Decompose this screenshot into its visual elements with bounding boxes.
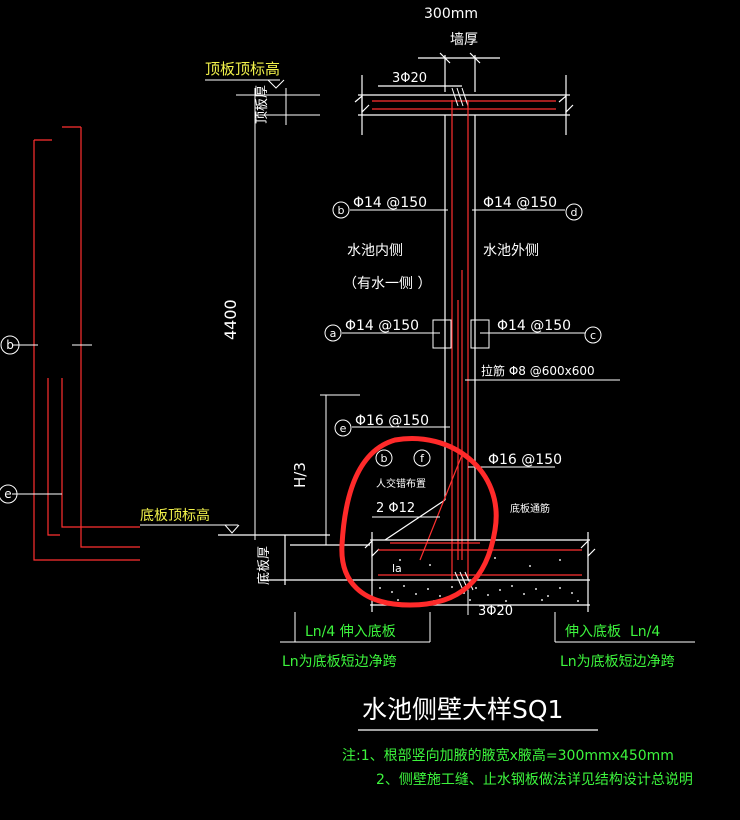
- wall-b-label: b: [338, 204, 345, 217]
- wall-bf-b-label: b: [381, 452, 388, 465]
- top-slab: [354, 52, 574, 135]
- bottom-elev-label: 底板顶标高: [140, 507, 210, 524]
- bottom-bars-label: 3Φ20: [478, 604, 513, 619]
- footnote-2: 2、侧壁施工缝、止水钢板做法详见结构设计总说明: [376, 772, 693, 788]
- wall-c-bar: Φ14 @150: [497, 318, 571, 334]
- right-extend-note-a: 伸入底板: [565, 624, 621, 640]
- top-thick-label: 顶板厚: [255, 85, 270, 124]
- right-ln-note: Ln为底板短边净跨: [560, 654, 675, 670]
- inner-side-note: （有水一侧 ）: [343, 276, 431, 292]
- wall-a-bar: Φ14 @150: [345, 318, 419, 334]
- left-ln-note: Ln为底板短边净跨: [282, 654, 397, 670]
- wall-e-label: e: [340, 422, 347, 435]
- height-dim: 4400: [221, 299, 240, 340]
- top-slab-rebar: [372, 100, 556, 110]
- side-elevation: [0, 126, 140, 561]
- wall-a-label: a: [330, 327, 337, 340]
- wall-d-bar: Φ14 @150: [483, 195, 557, 211]
- side-b-circle: [0, 335, 20, 355]
- la-label: la: [392, 562, 402, 575]
- bottom-thick-label: 底板厚: [256, 546, 272, 585]
- wall-bf-f-circle: [413, 449, 431, 467]
- wall: [384, 115, 476, 541]
- inner-side-label: 水池内侧: [347, 243, 403, 259]
- wall-a-circle: [324, 324, 342, 342]
- wall-e-bar: Φ16 @150: [355, 413, 429, 429]
- note-boxes: [280, 612, 695, 643]
- drawing-title: 水池侧壁大样SQ1: [362, 695, 563, 724]
- right-extend-note-b: Ln/4: [630, 624, 660, 640]
- footnote-1: 注:1、根部竖向加腋的腋宽x腋高=300mmx450mm: [342, 747, 674, 764]
- bottom-slab-hatch: [379, 557, 579, 602]
- wall-d-label: d: [571, 206, 578, 219]
- wall-leaders: [312, 209, 620, 546]
- wall-rebar: [419, 100, 469, 580]
- side-e-label: e: [4, 487, 11, 501]
- wall-bf-b-circle: [375, 449, 393, 467]
- wall-d-circle: [565, 203, 583, 221]
- h3-dim: H/3: [291, 462, 309, 488]
- top-bar-ticks: [451, 87, 469, 107]
- highlight-circle: [339, 436, 499, 608]
- wall-c-label: c: [590, 329, 596, 342]
- side-b-label: b: [6, 338, 14, 352]
- wall-b-circle: [332, 201, 350, 219]
- top-elev-label: 顶板顶标高: [205, 60, 280, 78]
- outer-side-label: 水池外侧: [483, 243, 539, 259]
- top-elev-mark: [205, 79, 320, 540]
- haunch-bar-label: 2 Φ12: [376, 501, 415, 516]
- wall-width-dim: 300mm: [424, 6, 478, 22]
- tie-bar-label: 拉筋 Φ8 @600x600: [481, 363, 595, 378]
- wall-thick-label: 墙厚: [450, 32, 478, 48]
- wall-e-circle: [334, 419, 352, 437]
- bottom-reinf-label: 底板通筋: [510, 502, 550, 515]
- top-bars-label: 3Φ20: [392, 71, 427, 86]
- bottom-slab: [218, 532, 596, 612]
- left-extend-note: Ln/4 伸入底板: [305, 624, 396, 640]
- corner-note: 人交错布置: [376, 477, 426, 490]
- bottom-elev-mark: [140, 524, 240, 534]
- wall-f-bar: Φ16 @150: [488, 452, 562, 468]
- wall-b-bar: Φ14 @150: [353, 195, 427, 211]
- side-e-circle: [0, 484, 18, 504]
- wall-c-circle: [584, 326, 602, 344]
- wall-bf-f-label: f: [420, 452, 425, 465]
